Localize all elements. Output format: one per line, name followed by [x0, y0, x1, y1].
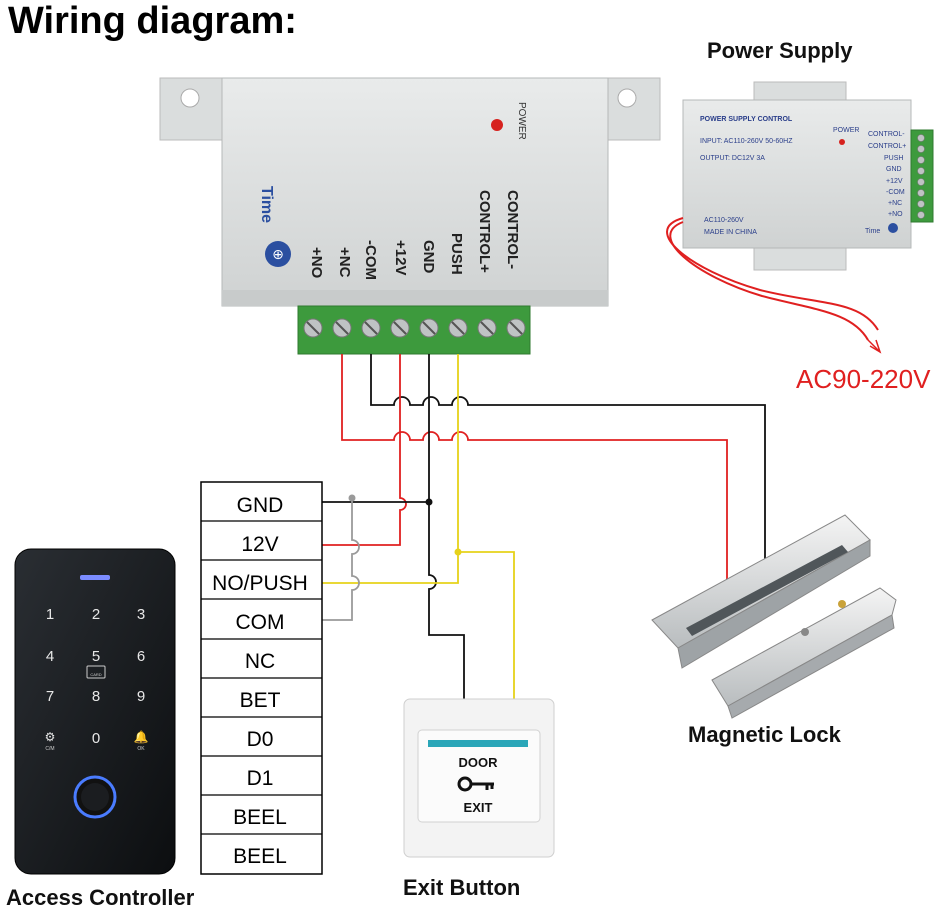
psu-terminal-labels: +NO +NC -COM +12V GND PUSH CONTROL+ CONT…: [308, 190, 521, 280]
svg-text:⊕: ⊕: [272, 247, 284, 263]
table-cell: D0: [247, 728, 274, 751]
small-psu-input: INPUT: AC110-260V 50-60HZ: [700, 138, 793, 145]
card-label: CARD: [90, 672, 101, 677]
gear-icon[interactable]: ⚙: [45, 730, 56, 744]
cm-label: C/M: [45, 746, 54, 752]
terminal-label: +NC: [336, 247, 353, 278]
table-cell: BEEL: [233, 845, 287, 868]
table-cell: COM: [236, 611, 285, 634]
time-knob-icon[interactable]: [265, 241, 291, 267]
terminal-label: -COM: [362, 240, 379, 280]
ac-voltage-label: AC90-220V: [796, 364, 931, 394]
terminal-label: +NO: [888, 211, 903, 218]
ok-label: OK: [137, 746, 145, 752]
exit-button-top-text: DOOR: [459, 755, 499, 770]
magnetic-lock-label: Magnetic Lock: [688, 722, 841, 747]
exit-button-label: Exit Button: [403, 875, 521, 900]
small-psu-header: POWER SUPPLY CONTROL: [700, 116, 793, 123]
table-cell: NO/PUSH: [212, 572, 308, 595]
controller-terminal-table: GND 12V NO/PUSH COM NC BET D0 D1 BEEL BE…: [200, 481, 323, 875]
key-0[interactable]: 0: [92, 730, 100, 747]
terminal-label: +NO: [308, 247, 325, 279]
key-2[interactable]: 2: [92, 606, 100, 623]
terminal-label: PUSH: [448, 233, 465, 275]
power-led: [491, 119, 503, 131]
psu-power-label: POWER: [516, 102, 527, 140]
terminal-label: -COM: [886, 189, 905, 196]
small-psu-output: OUTPUT: DC12V 3A: [700, 155, 765, 162]
bell-icon[interactable]: 🔔: [134, 730, 149, 744]
small-psu-power-label: POWER: [833, 127, 859, 134]
terminal-label: CONTROL-: [868, 131, 905, 138]
key-6[interactable]: 6: [137, 648, 145, 665]
terminal-label: +12V: [392, 240, 409, 275]
small-power-supply: POWER SUPPLY CONTROL INPUT: AC110-260V 5…: [666, 81, 934, 354]
key-8[interactable]: 8: [92, 688, 100, 705]
large-power-supply: POWER Time ⊕ +NO +NC -COM +12V GND PUSH …: [159, 77, 661, 355]
key-7[interactable]: 7: [46, 688, 54, 705]
terminal-label: +NC: [888, 200, 902, 207]
small-psu-time-label: Time: [865, 228, 880, 235]
key-4[interactable]: 4: [46, 648, 54, 665]
terminal-label: CONTROL+: [868, 143, 906, 150]
small-psu-ac-label: AC110-260V: [704, 217, 744, 224]
terminal-label: CONTROL-: [504, 190, 521, 269]
small-psu-terminal-labels: CONTROL- CONTROL+ PUSH GND +12V -COM +NC…: [868, 131, 906, 218]
table-cell: 12V: [241, 533, 278, 556]
terminal-label: GND: [420, 240, 437, 274]
table-cell: NC: [245, 650, 275, 673]
power-supply-label: Power Supply: [707, 38, 853, 63]
table-cell: BEEL: [233, 806, 287, 829]
exit-button[interactable]: DOOR EXIT: [403, 698, 555, 858]
terminal-label: GND: [886, 166, 902, 173]
access-controller-keypad: 1 2 3 4 5 6 7 8 9 0 CARD ⚙ C/M 🔔 OK: [14, 548, 176, 875]
terminal-label: PUSH: [884, 155, 903, 162]
key-5[interactable]: 5: [92, 648, 100, 665]
key-icon: [457, 776, 494, 792]
key-9[interactable]: 9: [137, 688, 145, 705]
table-cell: D1: [247, 767, 274, 790]
psu-time-label: Time: [258, 186, 275, 223]
key-3[interactable]: 3: [137, 606, 145, 623]
terminal-label: CONTROL+: [476, 190, 493, 273]
small-psu-made-in: MADE IN CHINA: [704, 229, 757, 236]
access-controller-label: Access Controller: [6, 885, 195, 910]
table-cell: GND: [237, 494, 284, 517]
terminal-label: +12V: [886, 178, 903, 185]
page-title: Wiring diagram:: [8, 0, 297, 42]
magnetic-lock: [651, 514, 897, 719]
exit-button-bottom-text: EXIT: [464, 800, 493, 815]
key-1[interactable]: 1: [46, 606, 54, 623]
table-cell: BET: [240, 689, 281, 712]
wires: [322, 354, 766, 700]
